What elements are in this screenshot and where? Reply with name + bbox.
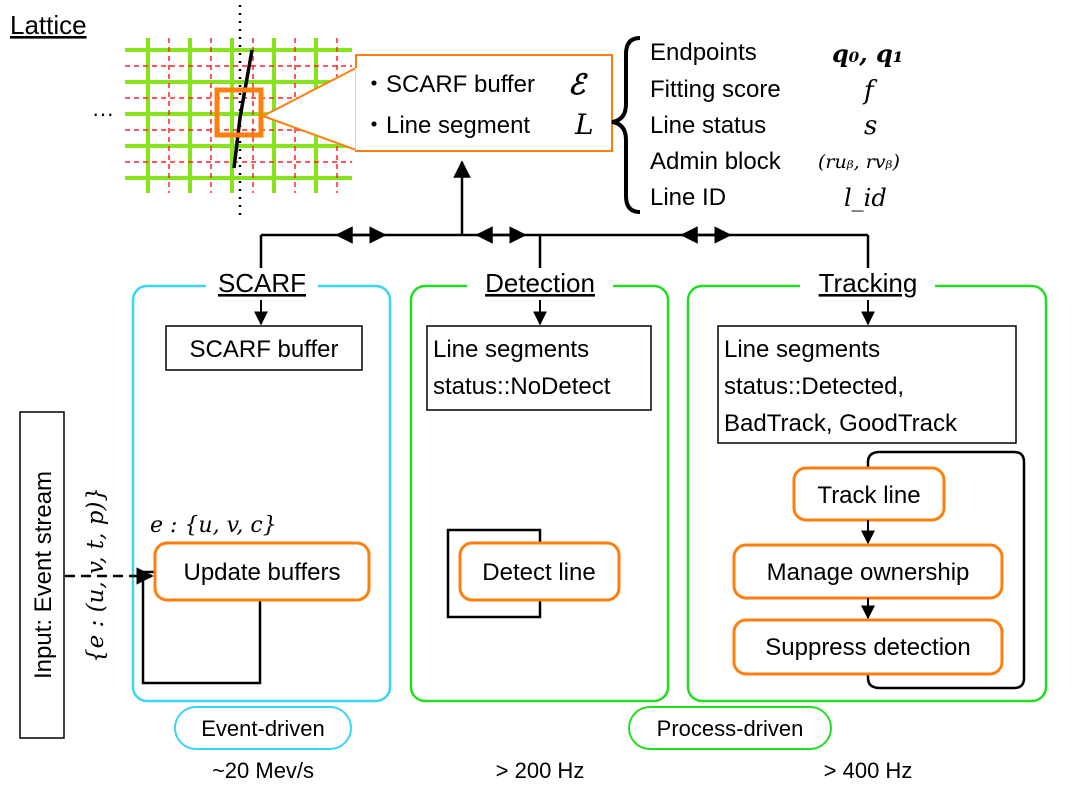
property-symbol: (ruᵦ, rvᵦ)	[818, 151, 900, 173]
tracking-title: Tracking	[819, 268, 918, 298]
property-name: Endpoints	[650, 39, 757, 66]
scarf-rate: ~20 Mev/s	[212, 758, 314, 783]
callout-item-line: ・Line segment	[362, 112, 530, 139]
line-segment-mark	[232, 49, 254, 169]
detection-loop	[446, 528, 542, 619]
detection-state-line1: Line segments	[433, 336, 589, 363]
property-name: Line ID	[650, 184, 726, 211]
property-name: Fitting score	[650, 76, 781, 103]
property-symbol: q₀, q₁	[832, 39, 903, 68]
tracking-rate: > 400 Hz	[824, 758, 913, 783]
property-name: Admin block	[650, 148, 782, 175]
property-symbol: s	[864, 111, 877, 141]
process-driven-label: Process-driven	[657, 716, 804, 741]
highlight-block	[214, 87, 264, 138]
event-driven-pill	[174, 706, 352, 750]
properties-brace	[611, 36, 641, 214]
suppress-detection-process	[732, 618, 1004, 676]
tracking-state-line1: Line segments	[724, 336, 880, 363]
callout-item-scarf: ・SCARF buffer	[362, 71, 535, 98]
tracking-state-box	[717, 325, 1017, 444]
lattice-title: Lattice	[10, 10, 87, 40]
detection-state-box	[426, 325, 652, 411]
detection-state-line2: status::NoDetect	[433, 373, 611, 400]
scarf-buffer-label: SCARF buffer	[190, 336, 339, 363]
callout-box	[355, 54, 613, 152]
process-driven-pill	[628, 706, 832, 750]
tracking-state-line2: status::Detected,	[724, 373, 904, 400]
tracking-state-line3: BadTrack, GoodTrack	[724, 410, 958, 437]
callout-symbol-buffer: ℰ	[568, 68, 588, 101]
property-symbol: f	[862, 76, 878, 106]
scarf-event-label: e : {u, v, c}	[150, 513, 277, 538]
manage-ownership-label: Manage ownership	[767, 559, 970, 586]
detect-line-process	[458, 541, 621, 602]
update-buffers-process	[153, 541, 371, 602]
event-driven-label: Event-driven	[201, 716, 325, 741]
detect-line-label: Detect line	[482, 559, 595, 586]
property-symbol: l_id	[844, 184, 887, 212]
property-name: Line status	[650, 112, 766, 139]
update-buffers-label: Update buffers	[184, 559, 341, 586]
detection-title: Detection	[485, 268, 595, 298]
line-properties: Endpoints q₀, q₁ Fitting score f Line st…	[650, 39, 903, 212]
scarf-buffer-box	[165, 325, 363, 371]
scarf-title: SCARF	[218, 268, 306, 298]
connector-bus	[259, 160, 870, 268]
input-box	[19, 411, 65, 739]
input-label-group: Input: Event stream	[19, 411, 65, 739]
suppress-detection-label: Suppress detection	[765, 634, 970, 661]
callout-symbol-line: L	[574, 108, 594, 141]
lattice-ellipsis: ···	[92, 101, 114, 126]
track-line-label: Track line	[817, 482, 920, 509]
input-label: Input: Event stream	[30, 471, 57, 679]
detection-rate: > 200 Hz	[496, 758, 585, 783]
tracking-loop	[866, 450, 1026, 690]
